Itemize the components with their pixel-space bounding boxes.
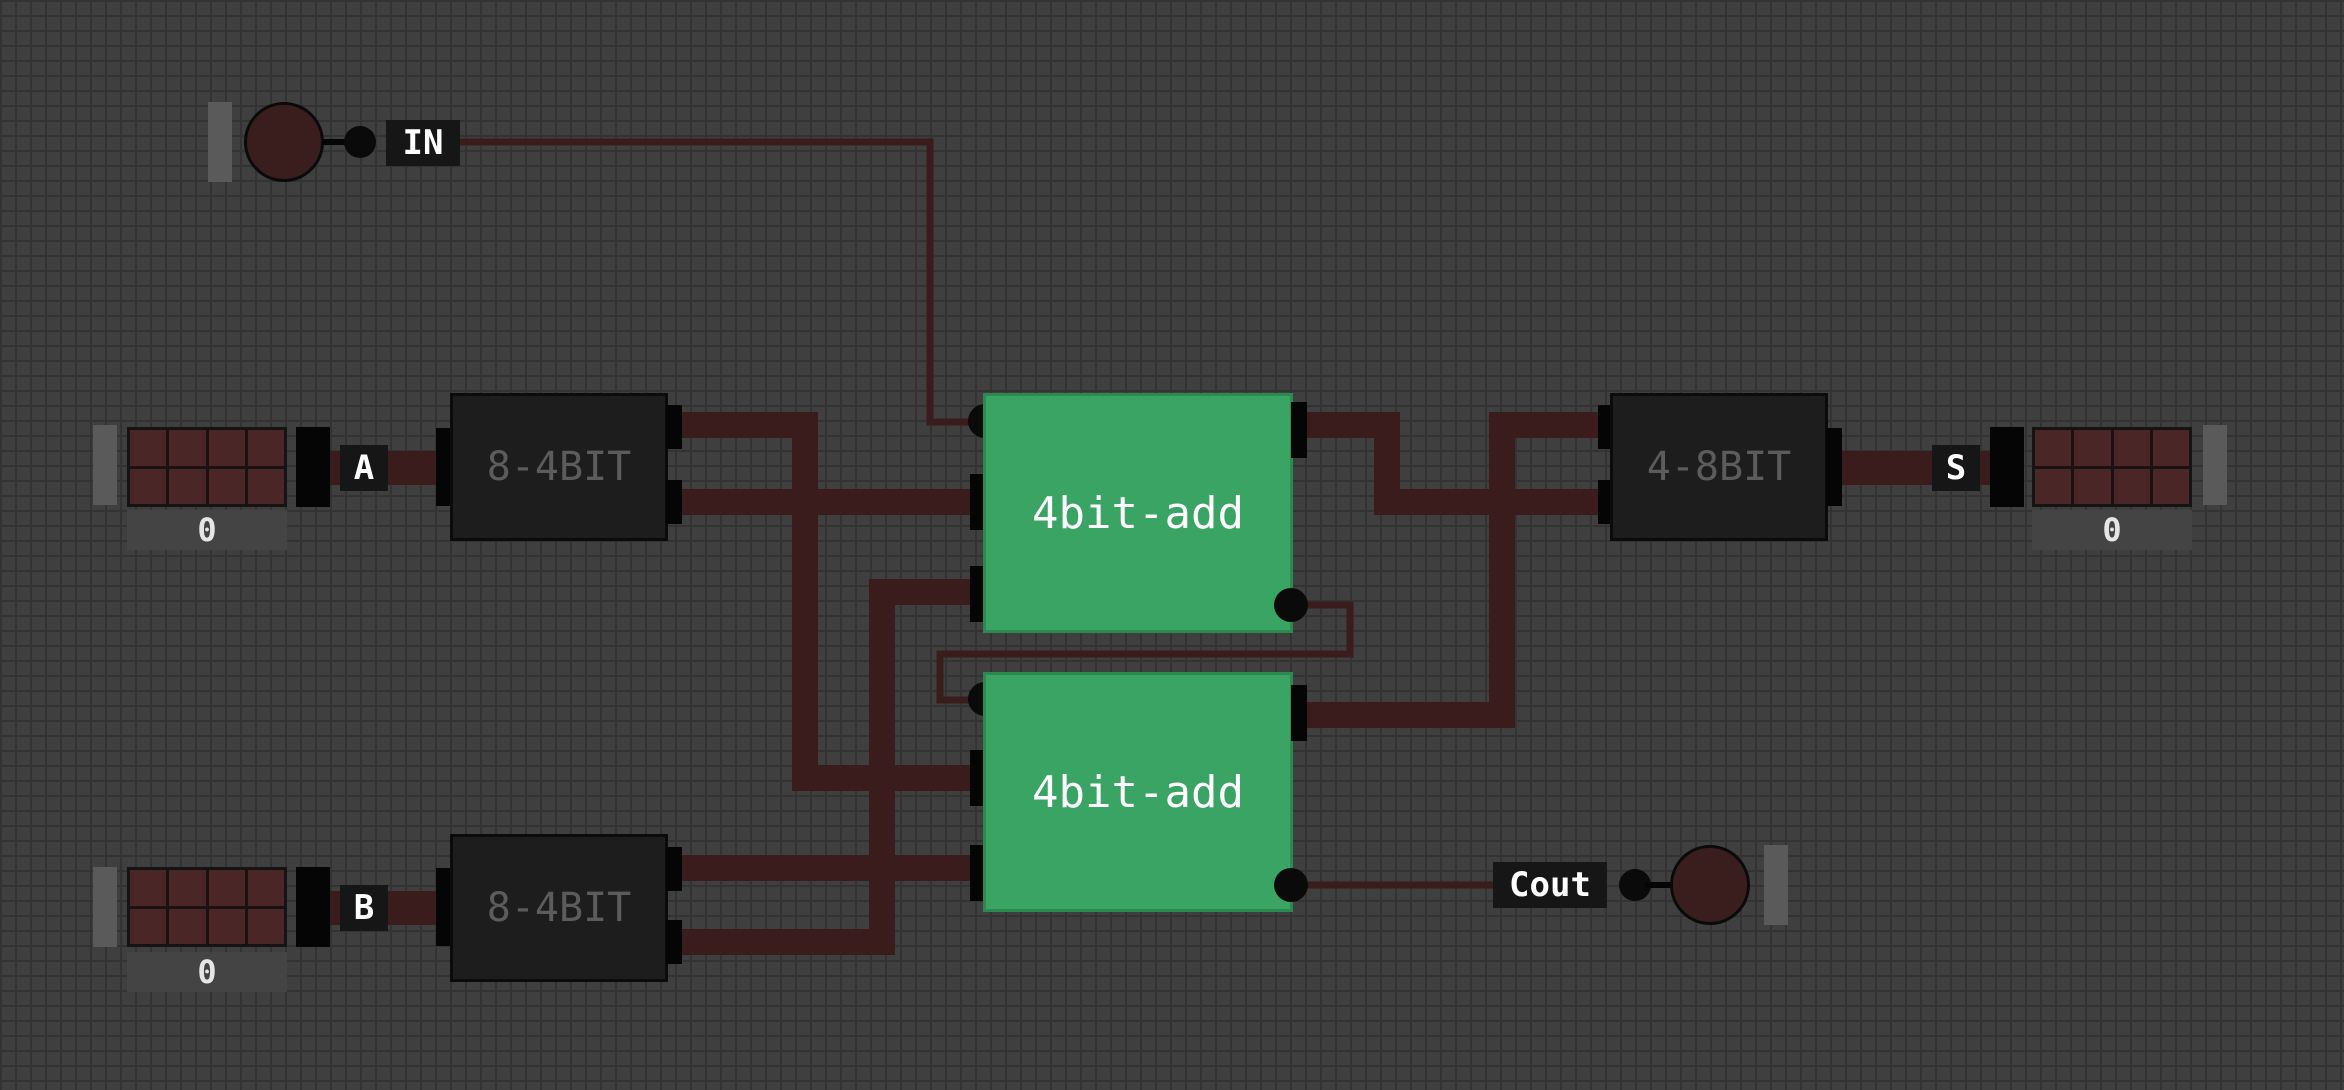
adder-1-input-pin[interactable] <box>970 474 986 530</box>
switch-bit[interactable] <box>130 870 167 906</box>
splitter-b[interactable]: 8-4BIT <box>450 834 668 982</box>
switch-bit[interactable] <box>169 908 206 944</box>
carry-in-label: IN <box>386 120 460 166</box>
adder-2[interactable]: 4bit-add <box>983 672 1293 912</box>
adder-1-carry-out-pin[interactable] <box>1274 588 1308 622</box>
adder-2-sum-pin[interactable] <box>1291 685 1307 741</box>
splitter-b-out-pin[interactable] <box>666 920 682 964</box>
display-bit <box>2113 430 2150 466</box>
switch-bit[interactable] <box>247 468 284 504</box>
cout-label: Cout <box>1493 862 1607 908</box>
display-bit <box>2035 430 2072 466</box>
wire-carry <box>936 601 1354 704</box>
cout-lamp <box>1670 845 1750 925</box>
display-bit <box>2074 430 2111 466</box>
carry-in-connector <box>322 139 352 145</box>
switch-bit[interactable] <box>247 908 284 944</box>
adder-2-carry-out-pin[interactable] <box>1274 868 1308 902</box>
input-a-pin[interactable] <box>296 427 330 507</box>
input-b-switches[interactable] <box>127 867 287 947</box>
switch-bit[interactable] <box>169 430 206 466</box>
splitter-b-input-pin[interactable] <box>436 868 452 946</box>
adder-2-input-pin[interactable] <box>970 750 986 806</box>
wire-in <box>460 138 985 426</box>
splitter-a-out-pin[interactable] <box>666 405 682 449</box>
carry-in-button[interactable] <box>244 102 324 182</box>
adder-1[interactable]: 4bit-add <box>983 393 1293 633</box>
output-s-label: S <box>1932 445 1980 491</box>
switch-bit[interactable] <box>247 430 284 466</box>
switch-bit[interactable] <box>208 468 245 504</box>
switch-bit[interactable] <box>208 870 245 906</box>
input-a-value: 0 <box>127 510 287 550</box>
merger-output-pin[interactable] <box>1826 428 1842 506</box>
output-s-pin[interactable] <box>1990 427 2024 507</box>
input-b-handle[interactable] <box>93 867 117 947</box>
input-a-handle[interactable] <box>93 425 117 505</box>
input-a-switches[interactable] <box>127 427 287 507</box>
splitter-a-out-pin[interactable] <box>666 480 682 524</box>
switch-bit[interactable] <box>169 870 206 906</box>
switch-bit[interactable] <box>208 430 245 466</box>
switch-bit[interactable] <box>130 430 167 466</box>
switch-bit[interactable] <box>208 908 245 944</box>
cout-connector <box>1645 882 1675 888</box>
input-b-label: B <box>340 885 388 931</box>
input-a-label: A <box>340 445 388 491</box>
display-bit <box>2152 468 2189 504</box>
switch-bit[interactable] <box>130 468 167 504</box>
output-s-display <box>2032 427 2192 507</box>
carry-in-handle[interactable] <box>208 102 232 182</box>
display-bit <box>2152 430 2189 466</box>
display-bit <box>2074 468 2111 504</box>
adder-2-input-pin[interactable] <box>970 845 986 901</box>
wire-b-low <box>680 579 985 955</box>
display-bit <box>2035 468 2072 504</box>
carry-in-pin[interactable] <box>344 126 376 158</box>
input-b-value: 0 <box>127 952 287 992</box>
output-s-handle[interactable] <box>2203 425 2227 505</box>
switch-bit[interactable] <box>169 468 206 504</box>
adder-1-input-pin[interactable] <box>970 566 986 622</box>
splitter-a[interactable]: 8-4BIT <box>450 393 668 541</box>
splitter-a-input-pin[interactable] <box>436 428 452 506</box>
wire-sum-high <box>1292 412 1615 728</box>
adder-1-sum-pin[interactable] <box>1291 402 1307 458</box>
output-s-value: 0 <box>2032 510 2192 550</box>
splitter-b-out-pin[interactable] <box>666 847 682 891</box>
switch-bit[interactable] <box>130 908 167 944</box>
merger[interactable]: 4-8BIT <box>1610 393 1828 541</box>
input-b-pin[interactable] <box>296 867 330 947</box>
cout-handle[interactable] <box>1764 845 1788 925</box>
switch-bit[interactable] <box>247 870 284 906</box>
display-bit <box>2113 468 2150 504</box>
